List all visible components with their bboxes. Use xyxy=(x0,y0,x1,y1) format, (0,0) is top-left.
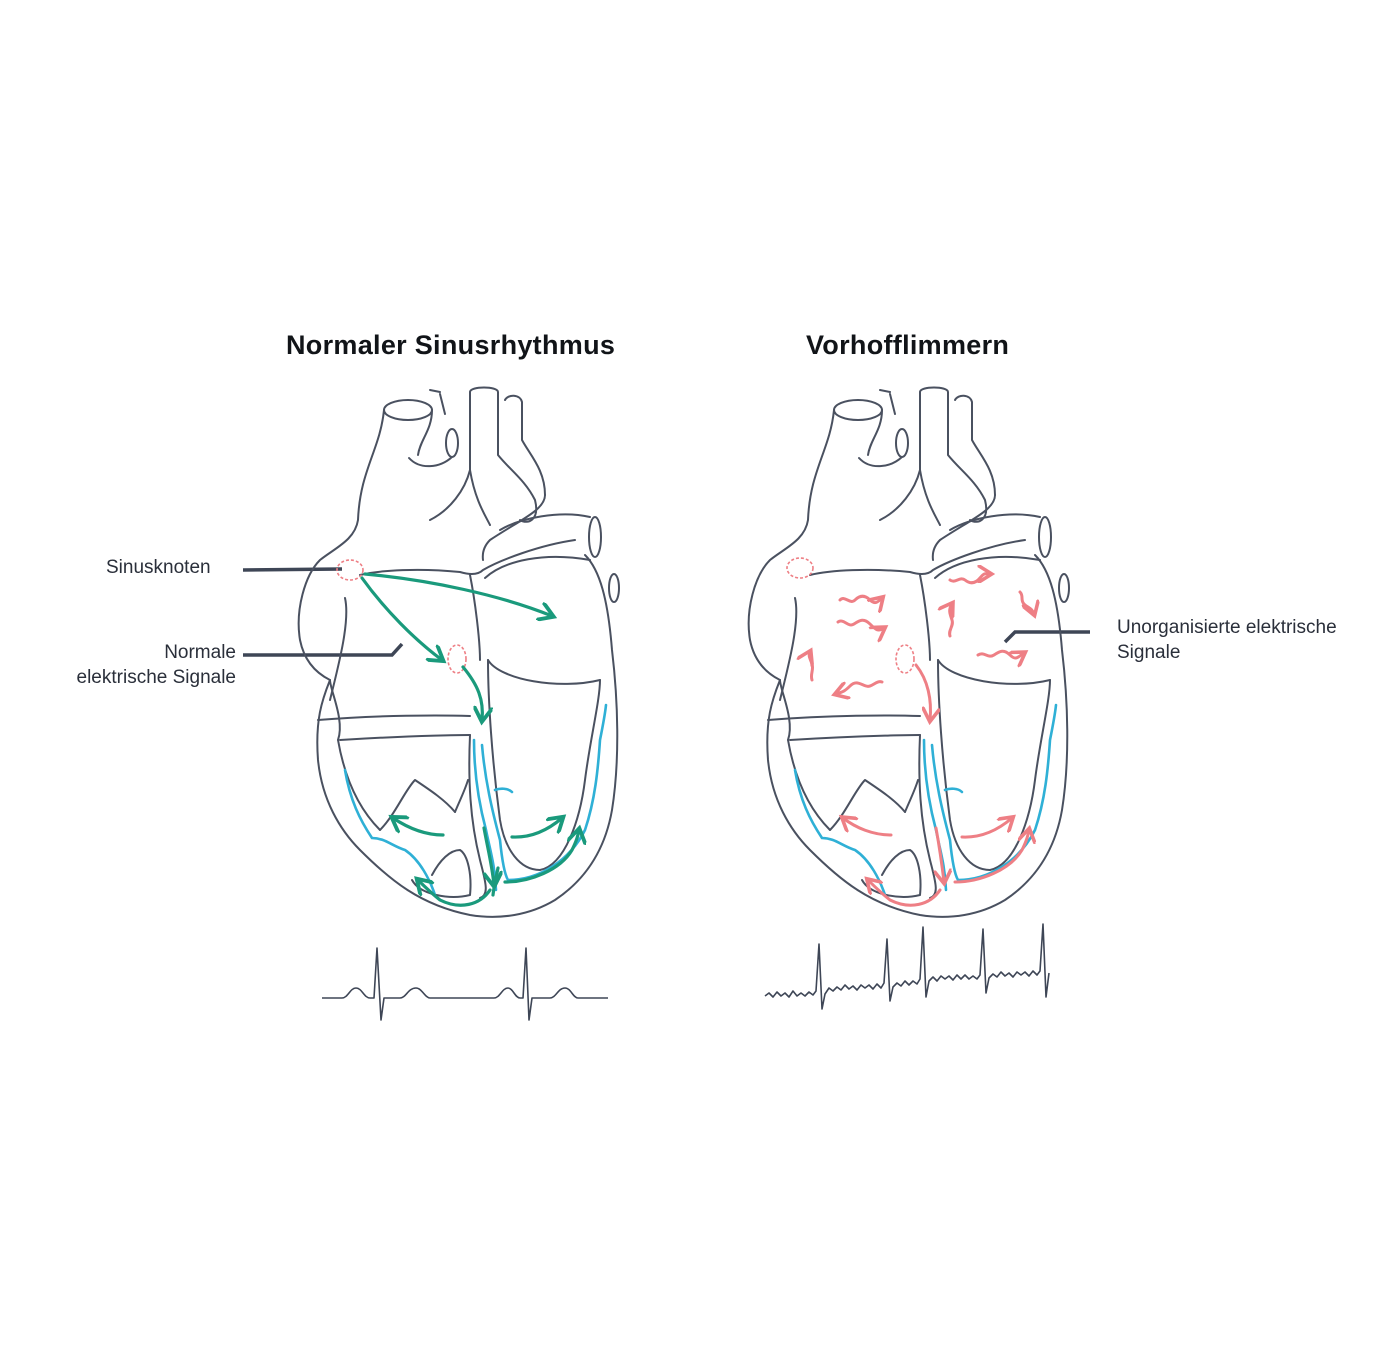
leader-sinus-node xyxy=(242,567,343,572)
arrow-apex-right xyxy=(503,830,579,884)
title-atrial-fibrillation: Vorhofflimmern xyxy=(806,330,1010,360)
title-normal-sinus-rhythm: Normaler Sinusrhythmus xyxy=(286,330,616,360)
label-normal-signals: Normale elektrische Signale xyxy=(77,640,236,690)
sinus-node-left xyxy=(336,559,364,581)
conduction-system-right xyxy=(793,703,1058,897)
label-unorganized-line2: Signale xyxy=(1117,642,1181,663)
arrow-left-branch xyxy=(393,818,445,837)
heart-outline-left xyxy=(297,386,620,918)
heart-left xyxy=(297,386,620,918)
heart-right xyxy=(747,386,1070,918)
av-node-right xyxy=(895,644,915,674)
label-normal-signals-line2: elektrische Signale xyxy=(76,667,236,688)
arrow-sa-to-av xyxy=(360,576,442,660)
label-normal-signals-line1: Normale xyxy=(164,642,236,663)
conduction-system-left xyxy=(343,703,608,897)
arrow-av-down xyxy=(461,665,482,720)
leader-unorganized-signals xyxy=(1003,630,1090,644)
leader-lines xyxy=(242,567,1090,657)
av-node-left xyxy=(447,644,467,674)
arrow-bundle-down xyxy=(482,826,494,885)
ecg-afib-trace xyxy=(764,923,1050,1010)
leader-normal-signals xyxy=(243,642,404,657)
normal-signal-arrows xyxy=(360,572,579,907)
label-unorganized-signals: Unorganisierte elektrische Signale xyxy=(1117,615,1337,665)
arrow-right-branch xyxy=(510,818,562,839)
arrow-apex-center xyxy=(491,866,500,897)
ecg-normal-trace xyxy=(322,947,608,1021)
label-sinus-node: Sinusknoten xyxy=(106,557,211,578)
chaotic-signal-arrows xyxy=(809,574,1034,907)
arrow-apex-left xyxy=(418,880,492,907)
arrow-sa-to-left-atrium xyxy=(363,572,552,616)
heart-outline-right xyxy=(747,386,1070,918)
sinus-node-right xyxy=(786,557,814,579)
label-unorganized-line1: Unorganisierte elektrische xyxy=(1117,617,1337,638)
